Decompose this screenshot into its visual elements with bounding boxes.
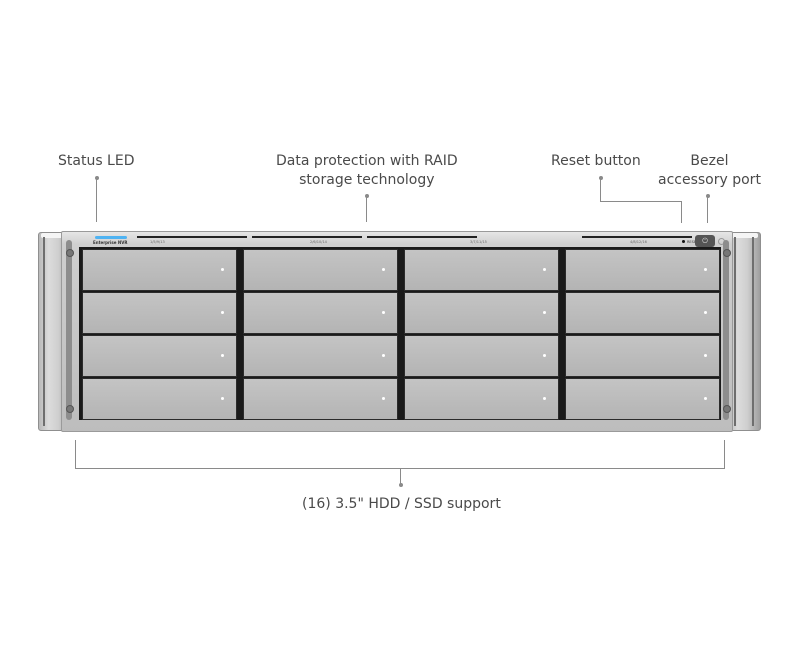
- drive-bay-grid: [79, 247, 721, 420]
- bracket-left: [75, 440, 76, 468]
- status-led: [95, 236, 127, 239]
- raid-label: Data protection with RAID storage techno…: [276, 152, 458, 190]
- screw: [723, 249, 731, 257]
- reset-button[interactable]: [682, 240, 685, 243]
- reset-button-label: Reset button: [551, 153, 641, 169]
- drive-bay[interactable]: [243, 292, 398, 334]
- bay-column-label: 1/5/9/13: [150, 240, 165, 244]
- reset-leader-dot: [599, 176, 603, 180]
- drive-bay[interactable]: [404, 378, 559, 420]
- drive-activity-led: [543, 311, 546, 314]
- reset-leader-v2: [681, 201, 682, 223]
- bezel-accessory-port[interactable]: ⏻: [695, 235, 715, 247]
- status-led-leader-dot: [95, 176, 99, 180]
- drive-bay[interactable]: [565, 249, 720, 291]
- raid-label-line2: storage technology: [299, 172, 435, 188]
- drive-bay[interactable]: [404, 292, 559, 334]
- drive-bay[interactable]: [82, 292, 237, 334]
- drive-activity-led: [221, 397, 224, 400]
- bay-column-label: 3/7/11/15: [470, 240, 487, 244]
- bezel-label-line1: Bezel: [690, 153, 729, 169]
- bracket-dot: [399, 483, 403, 487]
- bezel-port-label: Bezel accessory port: [658, 152, 761, 190]
- front-panel-topbar: Enterprise NVR 1/5/9/13 2/6/10/14 3/7/11…: [80, 233, 720, 247]
- drive-bay[interactable]: [565, 292, 720, 334]
- screw: [66, 249, 74, 257]
- drive-activity-led: [221, 268, 224, 271]
- power-icon: ⏻: [702, 237, 708, 245]
- bezel-leader: [707, 196, 708, 223]
- drive-activity-led: [221, 354, 224, 357]
- drive-support-label: (16) 3.5" HDD / SSD support: [302, 496, 501, 512]
- drive-activity-led: [221, 311, 224, 314]
- drive-activity-led: [704, 354, 707, 357]
- reset-leader-h: [600, 201, 681, 202]
- bracket-stem: [400, 468, 401, 484]
- bezel-label-line2: accessory port: [658, 172, 761, 188]
- status-led-label: Status LED: [58, 153, 135, 169]
- drive-bay[interactable]: [82, 249, 237, 291]
- vent-slot: [582, 236, 692, 238]
- drive-bay[interactable]: [404, 249, 559, 291]
- drive-activity-led: [543, 397, 546, 400]
- drive-bay[interactable]: [243, 378, 398, 420]
- drive-activity-led: [543, 268, 546, 271]
- raid-leader-dot: [365, 194, 369, 198]
- drive-activity-led: [382, 397, 385, 400]
- vent-slot: [137, 236, 247, 238]
- right-handle[interactable]: [723, 240, 729, 420]
- screw: [723, 405, 731, 413]
- bay-column-label: 4/8/12/16: [630, 240, 647, 244]
- drive-bay[interactable]: [243, 335, 398, 377]
- drive-bay[interactable]: [404, 335, 559, 377]
- drive-activity-led: [382, 311, 385, 314]
- drive-activity-led: [543, 354, 546, 357]
- bay-column-label: 2/6/10/14: [310, 240, 327, 244]
- drive-bay[interactable]: [82, 378, 237, 420]
- drive-activity-led: [704, 397, 707, 400]
- drive-activity-led: [382, 268, 385, 271]
- bezel-leader-dot: [706, 194, 710, 198]
- drive-bay[interactable]: [82, 335, 237, 377]
- left-handle[interactable]: [66, 240, 72, 420]
- reset-leader-v1: [600, 178, 601, 202]
- screw: [66, 405, 74, 413]
- drive-activity-led: [704, 311, 707, 314]
- vent-slot: [367, 236, 477, 238]
- drive-bay[interactable]: [243, 249, 398, 291]
- raid-leader: [366, 196, 367, 222]
- vent-slot: [252, 236, 362, 238]
- drive-bay[interactable]: [565, 335, 720, 377]
- brand-label: Enterprise NVR: [93, 240, 128, 245]
- drive-activity-led: [704, 268, 707, 271]
- reset-text: RESET: [687, 240, 699, 244]
- drive-activity-led: [382, 354, 385, 357]
- status-led-leader: [96, 178, 97, 222]
- bracket-right: [724, 440, 725, 468]
- raid-label-line1: Data protection with RAID: [276, 153, 458, 169]
- drive-bay[interactable]: [565, 378, 720, 420]
